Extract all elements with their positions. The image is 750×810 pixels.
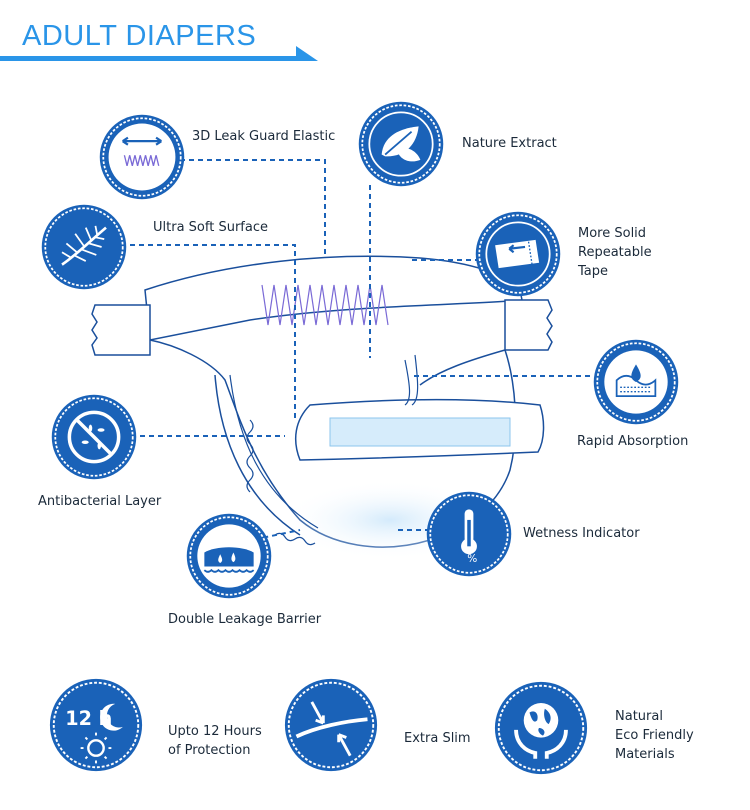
thermometer-icon: % — [425, 490, 513, 578]
twelve-hours-badge-text: 12 h — [65, 707, 112, 730]
svg-text:%: % — [467, 553, 477, 565]
moon-sun-icon: 12 h — [48, 677, 144, 773]
tape-line-1: More Solid — [578, 226, 647, 241]
globe-hands-icon — [493, 680, 589, 776]
tape-line-3: Tape — [578, 264, 609, 279]
eco-line-3: Materials — [615, 747, 675, 762]
barrier-icon — [185, 512, 273, 600]
eco-line-1: Natural — [615, 709, 663, 724]
feature-label-soft-surface: Ultra Soft Surface — [153, 220, 268, 235]
eco-label: Natural Eco Friendly Materials — [615, 707, 694, 764]
protection-line-2: of Protection — [168, 743, 251, 758]
tape-icon — [474, 210, 562, 298]
feature-label-tape: More Solid Repeatable Tape — [578, 224, 652, 281]
page-title: ADULT DIAPERS — [22, 20, 257, 52]
feather-icon — [40, 203, 128, 291]
feature-label-double-barrier: Double Leakage Barrier — [168, 612, 322, 627]
tape-line-2: Repeatable — [578, 245, 652, 260]
feature-label-nature: Nature Extract — [462, 136, 557, 151]
feature-label-rapid: Rapid Absorption — [577, 434, 689, 449]
elastic-icon — [98, 113, 186, 201]
eco-line-2: Eco Friendly — [615, 728, 694, 743]
feature-label-wetness: Wetness Indicator — [523, 526, 640, 541]
extra-slim-label: Extra Slim — [404, 731, 471, 746]
no-bacteria-icon — [50, 393, 138, 481]
feature-label-leak-guard: 3D Leak Guard Elastic — [192, 129, 336, 144]
slim-arrows-icon — [283, 677, 379, 773]
title-arrow-shape — [296, 46, 318, 61]
title-underline — [0, 56, 300, 61]
leaf-icon — [357, 100, 445, 188]
droplet-layers-icon — [592, 338, 680, 426]
protection-label: Upto 12 Hours of Protection — [168, 722, 262, 760]
protection-line-1: Upto 12 Hours — [168, 724, 262, 739]
feature-label-antibacterial: Antibacterial Layer — [38, 494, 162, 509]
